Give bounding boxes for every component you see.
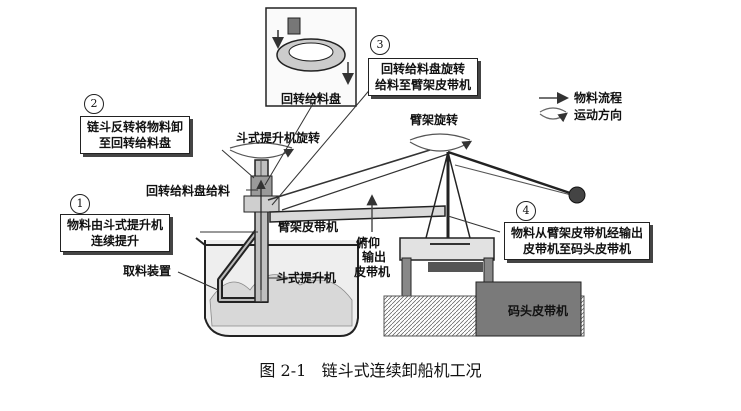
callout-2-number: 2 xyxy=(84,94,104,114)
callout-3-box: 回转给料盘旋转 给料至臂架皮带机 xyxy=(368,58,479,96)
callout-3-number: 3 xyxy=(370,35,390,55)
legend-motion-arc xyxy=(539,107,567,113)
label-output-belt-1: 输出 xyxy=(362,250,387,264)
callout-4-number: 4 xyxy=(516,201,536,221)
label-elevator-rotate: 斗式提升机旋转 xyxy=(236,131,321,145)
caption-title: 链斗式连续卸船机工况 xyxy=(321,361,482,380)
inset-label: 回转给料盘 xyxy=(281,92,342,106)
label-quay-belt: 码头皮带机 xyxy=(508,304,569,318)
counterweight xyxy=(568,186,586,204)
caption-fig-number: 图 2-1 xyxy=(259,361,307,380)
gantry xyxy=(399,237,495,261)
callout-1-box: 物料由斗式提升机 连续提升 xyxy=(60,214,171,252)
legend-flow-label: 物料流程 xyxy=(574,91,623,105)
figure-caption: 图 2-1 链斗式连续卸船机工况 xyxy=(0,357,741,381)
label-feeder: 回转给料盘给料 xyxy=(146,184,231,198)
callout-4-box: 物料从臂架皮带机经输出 皮带机至码头皮带机 xyxy=(504,222,651,260)
label-boom-belt: 臂架皮带机 xyxy=(278,220,339,234)
boom-rotate-arc xyxy=(409,133,471,141)
label-luffing: 俯仰 xyxy=(356,236,381,250)
label-reclaim: 取料装置 xyxy=(123,264,172,278)
callout-1-number: 1 xyxy=(70,194,90,214)
label-output-belt-2: 皮带机 xyxy=(354,265,391,279)
label-elevator: 斗式提升机 xyxy=(276,271,337,285)
cargo-pile xyxy=(209,274,353,327)
label-boom-rotate: 臂架旋转 xyxy=(410,113,459,127)
legend-motion-label: 运动方向 xyxy=(574,108,623,122)
callout-2-box: 链斗反转将物料卸 至回转给料盘 xyxy=(80,116,191,154)
elevator-rotate-arc xyxy=(229,142,293,149)
boom xyxy=(269,205,446,223)
